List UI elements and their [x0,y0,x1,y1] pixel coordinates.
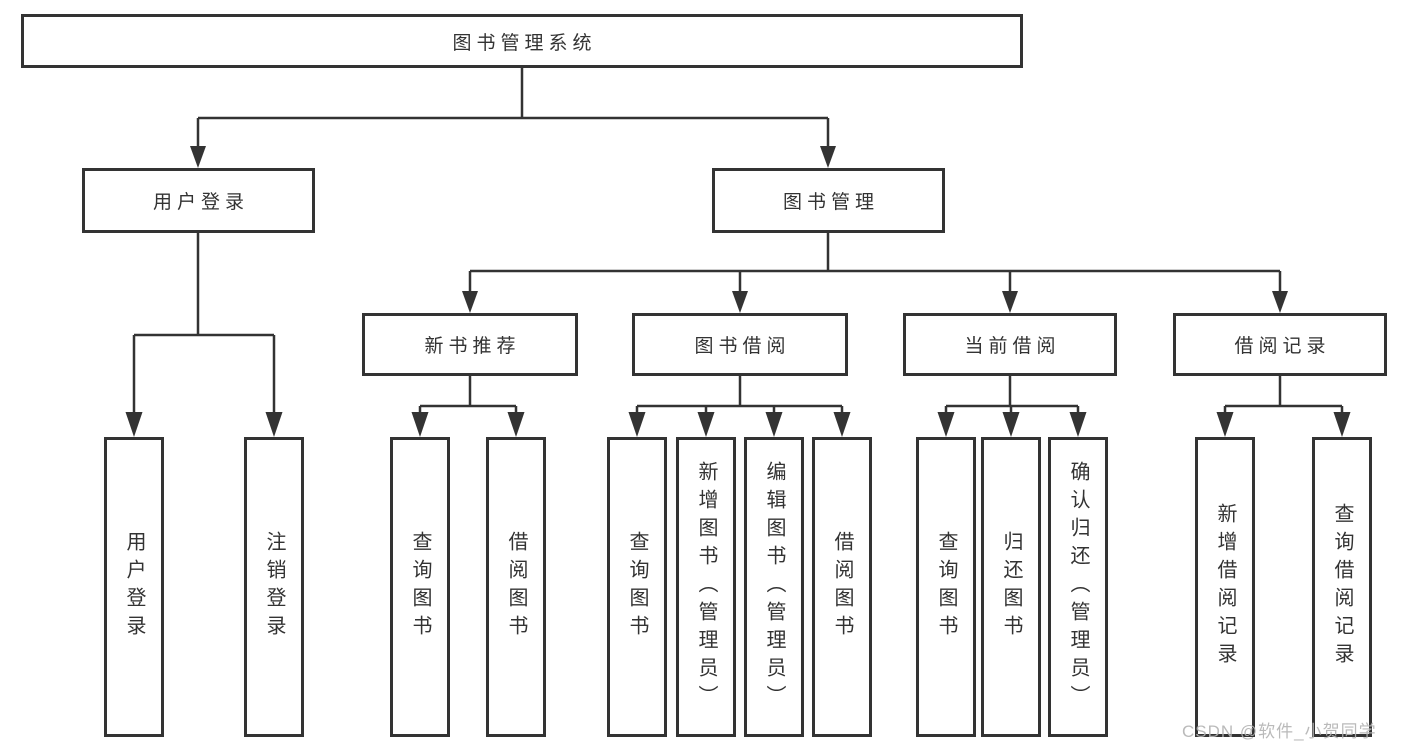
node-book-management: 图书管理 [712,168,945,233]
node-root-library-system: 图书管理系统 [21,14,1023,68]
leaf-add-books-admin: 新增图书（管理员） [676,437,736,737]
leaf-label: 确认归还（管理员） [1067,461,1089,713]
leaf-label: 借阅图书 [831,531,853,643]
leaf-logout: 注销登录 [244,437,304,737]
leaf-label: 查询图书 [935,531,957,643]
leaf-label: 新增借阅记录 [1214,503,1236,671]
leaf-label: 归还图书 [1000,531,1022,643]
leaf-return-books: 归还图书 [981,437,1041,737]
leaf-label: 新增图书（管理员） [695,461,717,713]
leaf-label: 用户登录 [123,531,145,643]
leaf-user-login: 用户登录 [104,437,164,737]
leaf-label: 查询借阅记录 [1331,503,1353,671]
leaf-label: 编辑图书（管理员） [763,461,785,713]
leaf-add-borrow-record: 新增借阅记录 [1195,437,1255,737]
node-book-borrow: 图书借阅 [632,313,848,376]
leaf-query-books-recommend: 查询图书 [390,437,450,737]
leaf-label: 注销登录 [263,531,285,643]
leaf-query-borrow-record: 查询借阅记录 [1312,437,1372,737]
node-user-login: 用户登录 [82,168,315,233]
leaf-label: 借阅图书 [505,531,527,643]
leaf-edit-books-admin: 编辑图书（管理员） [744,437,804,737]
leaf-confirm-return-admin: 确认归还（管理员） [1048,437,1108,737]
leaf-borrow-books: 借阅图书 [812,437,872,737]
csdn-watermark: CSDN @软件_小贺同学 [1182,722,1377,741]
leaf-query-books-current: 查询图书 [916,437,976,737]
node-borrow-records: 借阅记录 [1173,313,1387,376]
node-new-book-recommend: 新书推荐 [362,313,578,376]
leaf-label: 查询图书 [626,531,648,643]
leaf-label: 查询图书 [409,531,431,643]
node-current-borrow: 当前借阅 [903,313,1117,376]
leaf-borrow-books-recommend: 借阅图书 [486,437,546,737]
leaf-query-books-borrow: 查询图书 [607,437,667,737]
